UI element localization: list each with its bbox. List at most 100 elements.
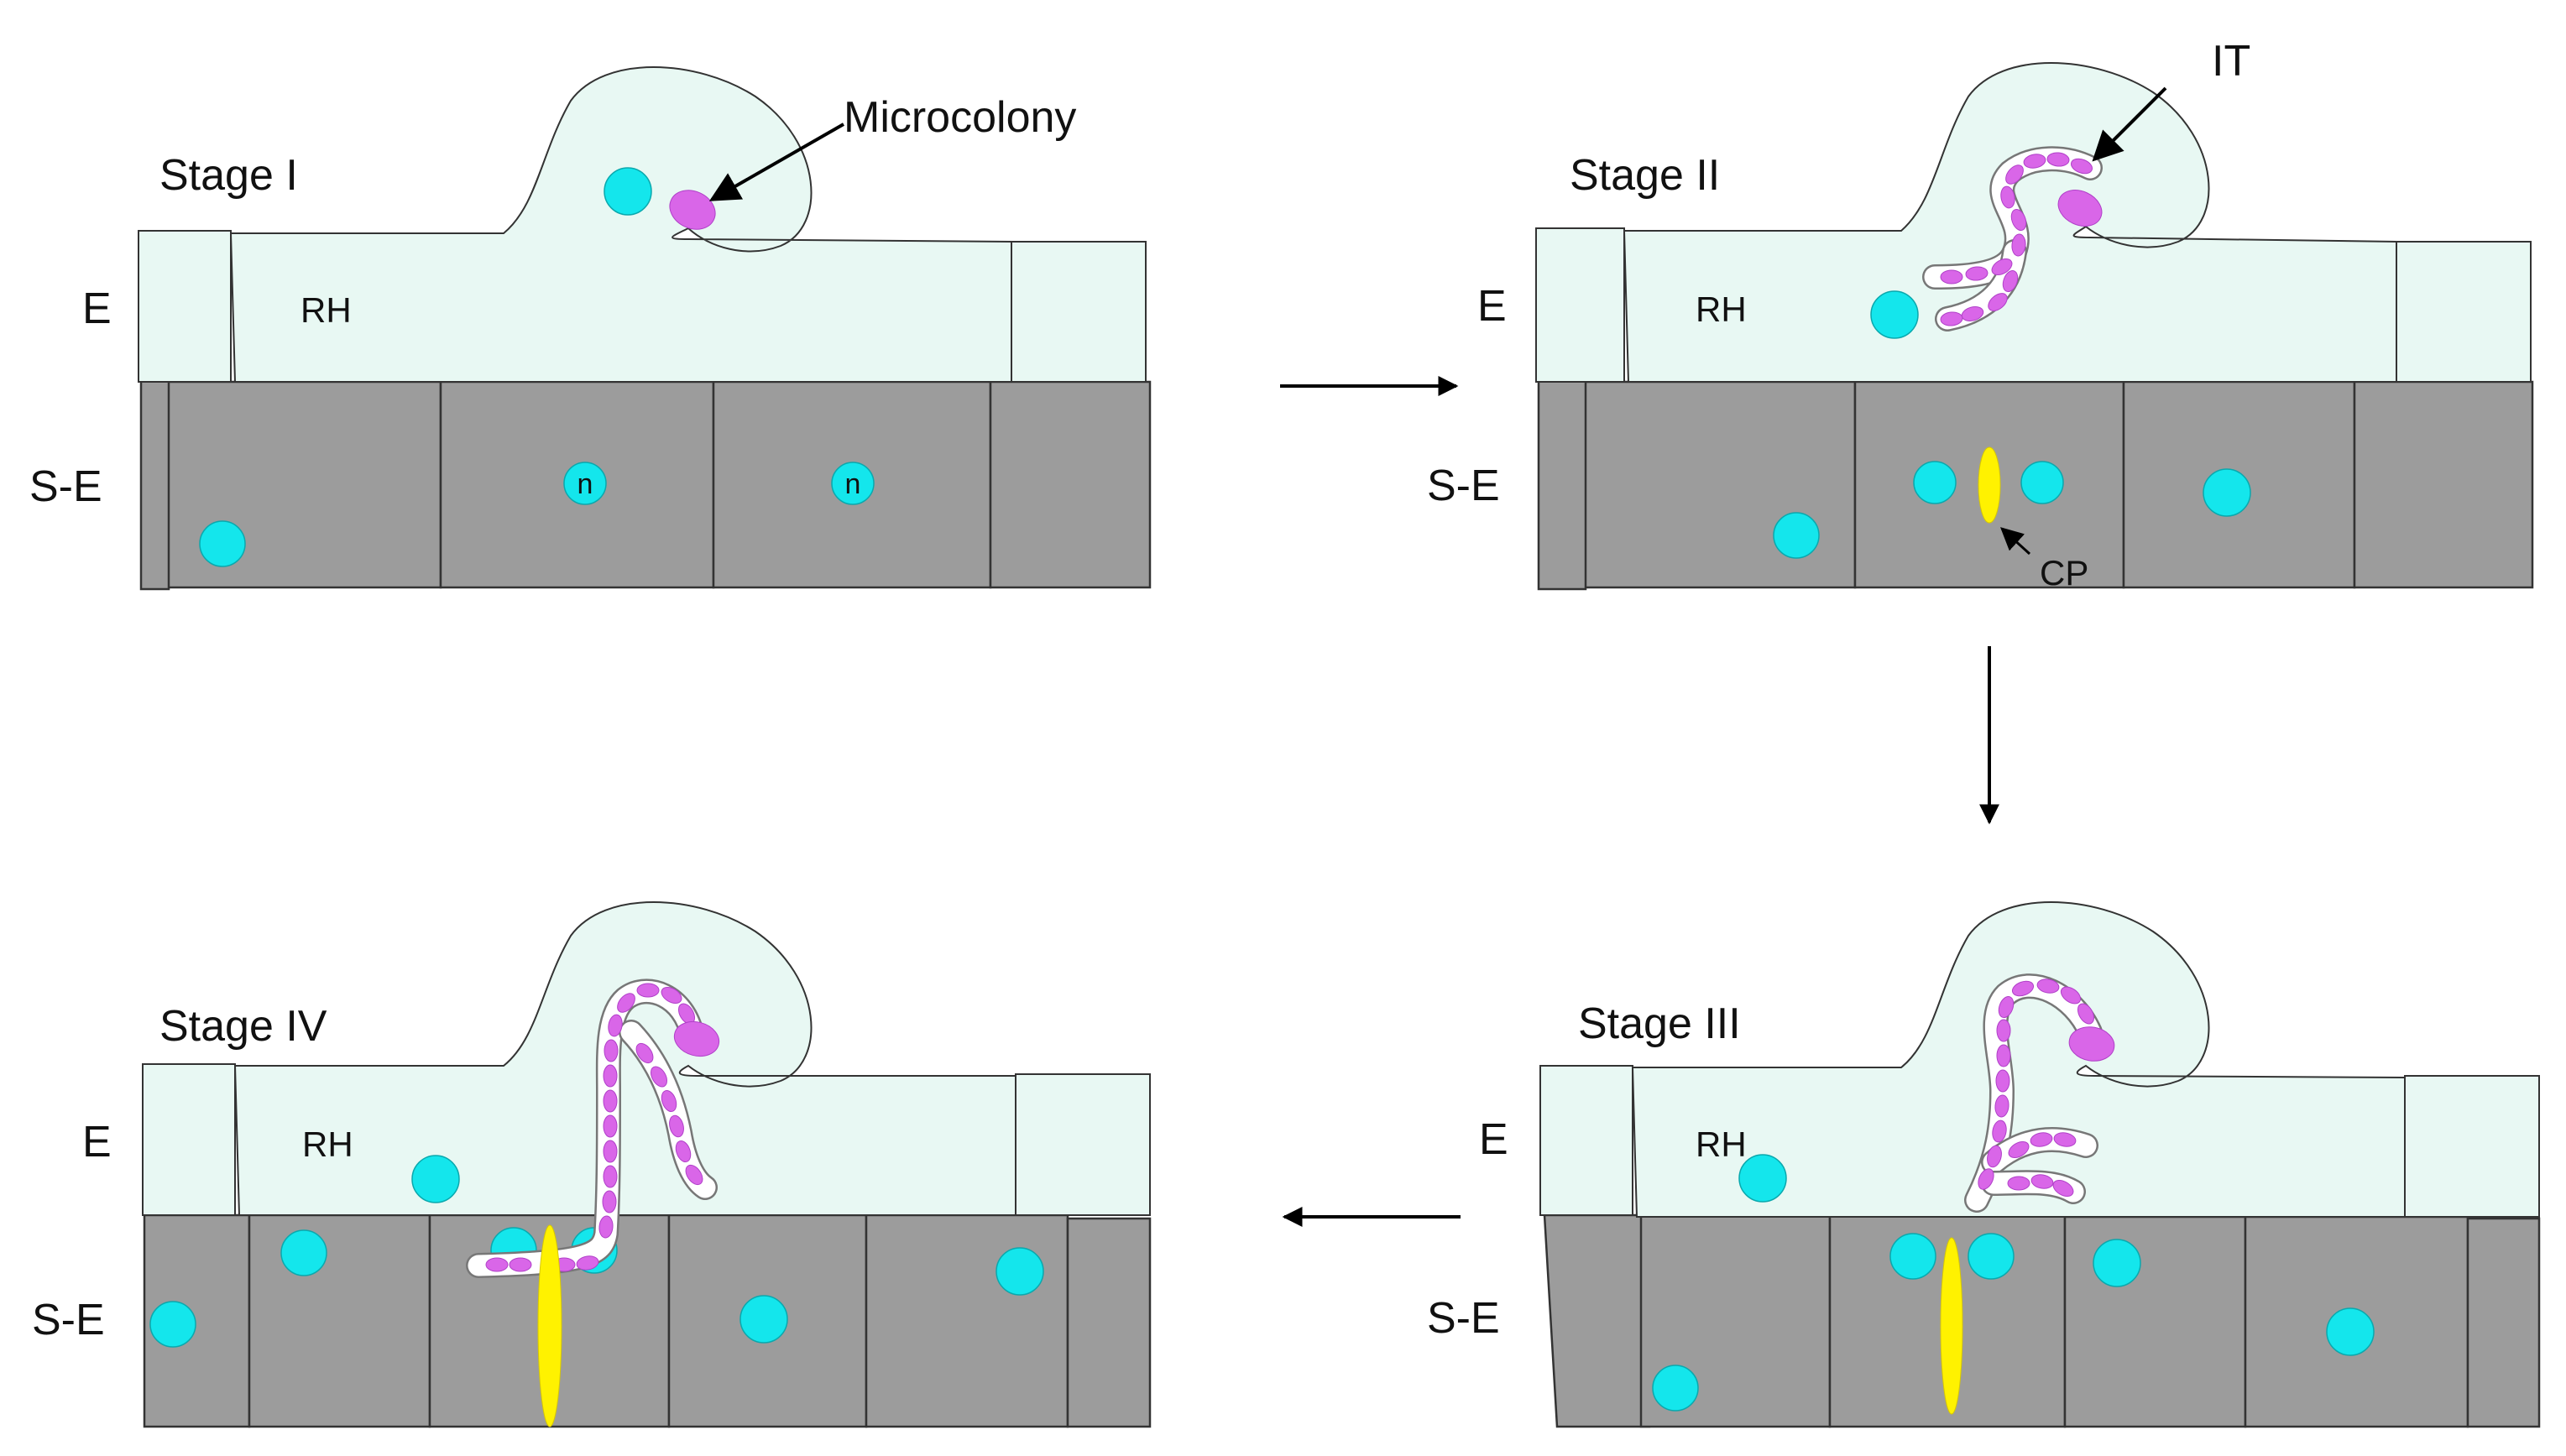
se-cell bbox=[248, 1213, 431, 1428]
bacterium-icon bbox=[1996, 1044, 2011, 1067]
stage-1-panel: n n Microcolony Stage I E S-E RH bbox=[29, 66, 1152, 591]
se-cell bbox=[2063, 1215, 2247, 1428]
stage-1-title: Stage I bbox=[159, 151, 298, 200]
bacterium-icon bbox=[2046, 152, 2070, 167]
bacterium-icon bbox=[1995, 1069, 2010, 1093]
se-cell bbox=[1066, 1217, 1152, 1428]
stage-2-infection-thread bbox=[1922, 146, 2103, 331]
nucleus-icon bbox=[604, 167, 652, 216]
bacterium-icon bbox=[608, 1014, 623, 1037]
nucleus-icon bbox=[149, 1301, 196, 1348]
stage-4-infection-thread bbox=[466, 978, 720, 1278]
subepidermis-label: S-E bbox=[1427, 462, 1500, 510]
nucleus-icon bbox=[1738, 1154, 1787, 1203]
bacterium-icon bbox=[1940, 311, 1963, 326]
bacterium-icon bbox=[2036, 978, 2060, 994]
bacterium-icon bbox=[2010, 208, 2027, 232]
microcolony-pointer bbox=[708, 123, 844, 201]
microcolony-icon bbox=[673, 1020, 720, 1057]
root-hair-cell bbox=[1631, 901, 2406, 1218]
bacterium-icon bbox=[2023, 154, 2046, 169]
stage-3-epidermis bbox=[1539, 901, 2540, 1218]
epidermis-cell bbox=[2396, 241, 2532, 383]
microcolony-icon bbox=[669, 190, 716, 230]
epidermis-cell bbox=[1539, 1065, 1633, 1216]
bacterium-icon bbox=[485, 1257, 509, 1272]
bacterium-icon bbox=[1940, 269, 1963, 284]
bacterium-icon bbox=[2060, 986, 2082, 1005]
bacterium-icon bbox=[1996, 1019, 2011, 1042]
stage-4-panel: Stage IV E S-E RH bbox=[32, 901, 1152, 1428]
bacterium-icon bbox=[603, 1165, 618, 1188]
microcolony-icon bbox=[2068, 1026, 2115, 1062]
nucleus-icon bbox=[2203, 468, 2251, 517]
nucleus-icon bbox=[831, 462, 875, 505]
bacterium-icon bbox=[2000, 185, 2015, 209]
se-cell bbox=[865, 1213, 1069, 1428]
nucleus-icon bbox=[2093, 1239, 2141, 1287]
bacterium-icon bbox=[2011, 980, 2035, 997]
nucleus-icon bbox=[2326, 1307, 2375, 1356]
epidermis-label: E bbox=[82, 284, 112, 333]
epidermis-cell bbox=[1011, 241, 1147, 383]
nucleus-icon bbox=[1773, 512, 1820, 559]
se-cell bbox=[2122, 380, 2356, 589]
bacterium-icon bbox=[2008, 1141, 2030, 1158]
epidermis-label: E bbox=[1477, 282, 1507, 331]
bacterium-icon bbox=[604, 1039, 619, 1062]
se-cell-edge bbox=[139, 378, 170, 591]
bacterium-icon bbox=[651, 1066, 667, 1088]
bacterium-icon bbox=[617, 993, 635, 1013]
bacterium-icon bbox=[1965, 266, 1989, 281]
bacterium-icon bbox=[1998, 995, 2015, 1019]
stage-2-subepidermis bbox=[1537, 378, 2534, 591]
se-cell bbox=[2353, 380, 2534, 589]
stage-3-title: Stage III bbox=[1578, 999, 1741, 1048]
bacterium-icon bbox=[2077, 1003, 2094, 1025]
subepidermis-label: S-E bbox=[29, 462, 102, 511]
stage-1-subepidermis bbox=[139, 378, 1152, 591]
bacterium-icon bbox=[598, 1215, 614, 1239]
bacterium-icon bbox=[1991, 258, 2013, 275]
bacterium-icon bbox=[576, 1255, 599, 1271]
se-cell bbox=[989, 380, 1152, 589]
stage-4-epidermis bbox=[142, 901, 1151, 1216]
nucleus-icon bbox=[996, 1247, 1044, 1296]
stage-3-panel: Stage III E S-E RH bbox=[1427, 901, 2541, 1428]
nucleus-icon bbox=[563, 462, 607, 505]
nucleus-icon bbox=[1870, 290, 1919, 339]
bacterium-icon bbox=[1978, 1168, 1994, 1190]
bacterium-icon bbox=[1988, 293, 2008, 311]
se-cell bbox=[1543, 1213, 1651, 1428]
subepidermis-label: S-E bbox=[32, 1296, 105, 1344]
bacterium-icon bbox=[1992, 1119, 2007, 1143]
epidermis-cell bbox=[142, 1063, 236, 1216]
bacterium-icon bbox=[636, 983, 660, 998]
bacterium-icon bbox=[603, 1089, 618, 1113]
epidermis-label: E bbox=[1479, 1115, 1508, 1164]
flow-arrows bbox=[1280, 376, 1999, 1227]
root-hair-label: RH bbox=[1696, 290, 1747, 329]
stage-4-title: Stage IV bbox=[159, 1002, 327, 1051]
se-cell bbox=[141, 380, 442, 589]
nucleus-icon bbox=[2020, 461, 2064, 504]
bacterium-icon bbox=[2030, 1174, 2054, 1189]
nucleus-icon bbox=[199, 520, 246, 567]
root-hair-cell bbox=[233, 901, 1016, 1216]
nucleus-icon bbox=[1913, 461, 1957, 504]
infection-thread-label: IT bbox=[2212, 37, 2250, 86]
infection-thread-pointer bbox=[2092, 86, 2167, 162]
se-cell bbox=[1539, 380, 1857, 589]
stage-2-panel: CP IT Stage II E S-E RH bbox=[1427, 37, 2534, 592]
stage-2-nuclei bbox=[1773, 290, 2251, 559]
stage-1-epidermis bbox=[138, 66, 1147, 383]
epidermis-cell bbox=[2404, 1075, 2540, 1218]
bacterium-icon bbox=[669, 1114, 684, 1138]
nucleus-icon bbox=[280, 1229, 327, 1276]
bacterium-icon bbox=[635, 1042, 654, 1064]
subepidermis-label: S-E bbox=[1427, 1294, 1500, 1343]
bacterium-icon bbox=[1994, 1094, 2009, 1118]
cell-plate-icon bbox=[1978, 446, 2001, 524]
